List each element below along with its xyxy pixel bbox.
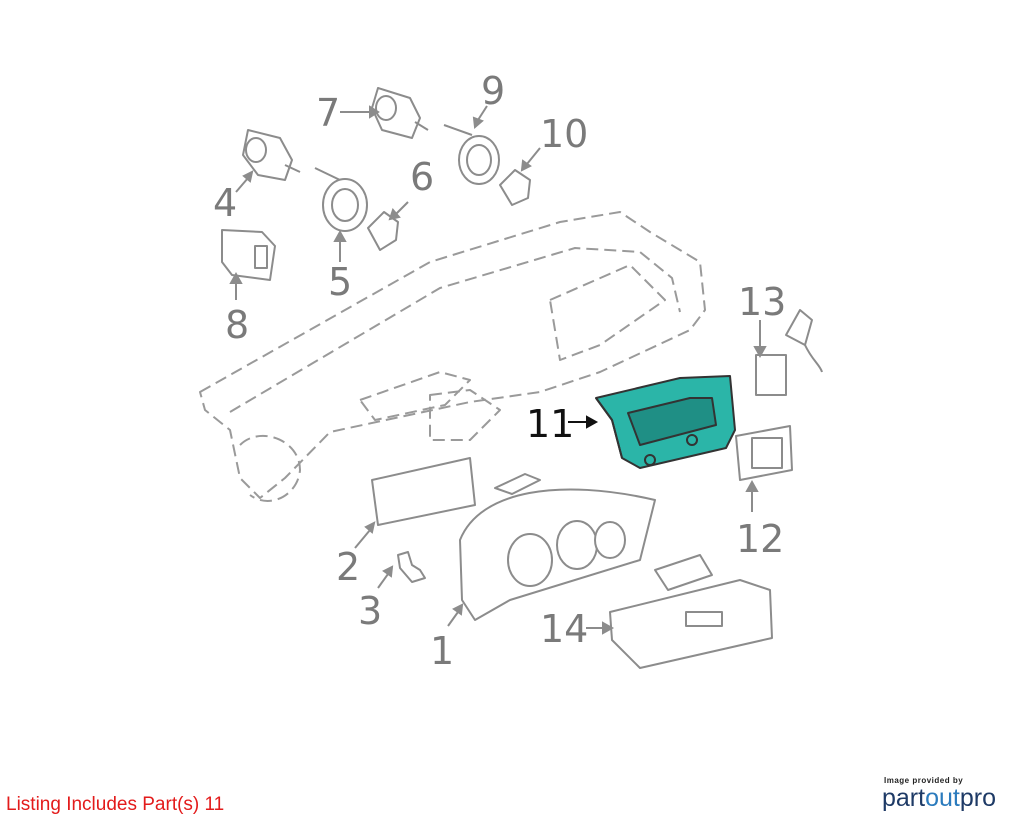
callout-1[interactable]: 1 — [430, 629, 455, 673]
part-11-highlighted — [595, 375, 736, 469]
part-12-module — [735, 425, 793, 481]
callout-7[interactable]: 7 — [316, 91, 341, 135]
callout-14[interactable]: 14 — [540, 607, 589, 651]
callout-13[interactable]: 13 — [738, 280, 787, 324]
part-2-panel — [371, 457, 476, 526]
part-13-sensor — [755, 309, 823, 396]
callout-4[interactable]: 4 — [213, 181, 238, 225]
callout-10[interactable]: 10 — [540, 112, 589, 156]
logo-part: part — [882, 784, 926, 812]
callout-6[interactable]: 6 — [410, 155, 435, 199]
part-4-switch — [242, 129, 301, 181]
logo-out: out — [925, 784, 960, 812]
part-6-knob — [367, 211, 399, 251]
part-8-switch-block — [221, 229, 276, 281]
part-5-ring — [314, 167, 368, 232]
partoutpro-logo: partoutpro — [882, 784, 996, 813]
dashboard-glovebox — [549, 264, 666, 361]
image-credit: Image provided by — [884, 776, 964, 785]
part-3-bolt — [397, 551, 426, 583]
listing-note: Listing Includes Part(s) 11 — [6, 794, 225, 815]
part-14-climate-control — [609, 554, 773, 669]
dashboard-vent — [359, 371, 471, 421]
callout-2[interactable]: 2 — [336, 545, 361, 589]
part-10-knob — [499, 169, 531, 206]
callout-9[interactable]: 9 — [481, 69, 506, 113]
callout-3[interactable]: 3 — [358, 589, 383, 633]
logo-pro: pro — [959, 784, 996, 812]
dashboard-inner-line — [229, 247, 681, 413]
callout-8[interactable]: 8 — [225, 303, 250, 347]
callout-11[interactable]: 11 — [526, 402, 575, 446]
callout-5[interactable]: 5 — [328, 260, 353, 304]
dashboard-outline — [199, 211, 706, 499]
dashboard-console — [429, 389, 501, 441]
part-7-switch — [371, 87, 429, 139]
part-9-ring — [443, 124, 500, 185]
callout-12[interactable]: 12 — [736, 517, 785, 561]
dashboard-steering-area — [239, 435, 301, 502]
part-1-instrument-cluster — [459, 473, 656, 621]
